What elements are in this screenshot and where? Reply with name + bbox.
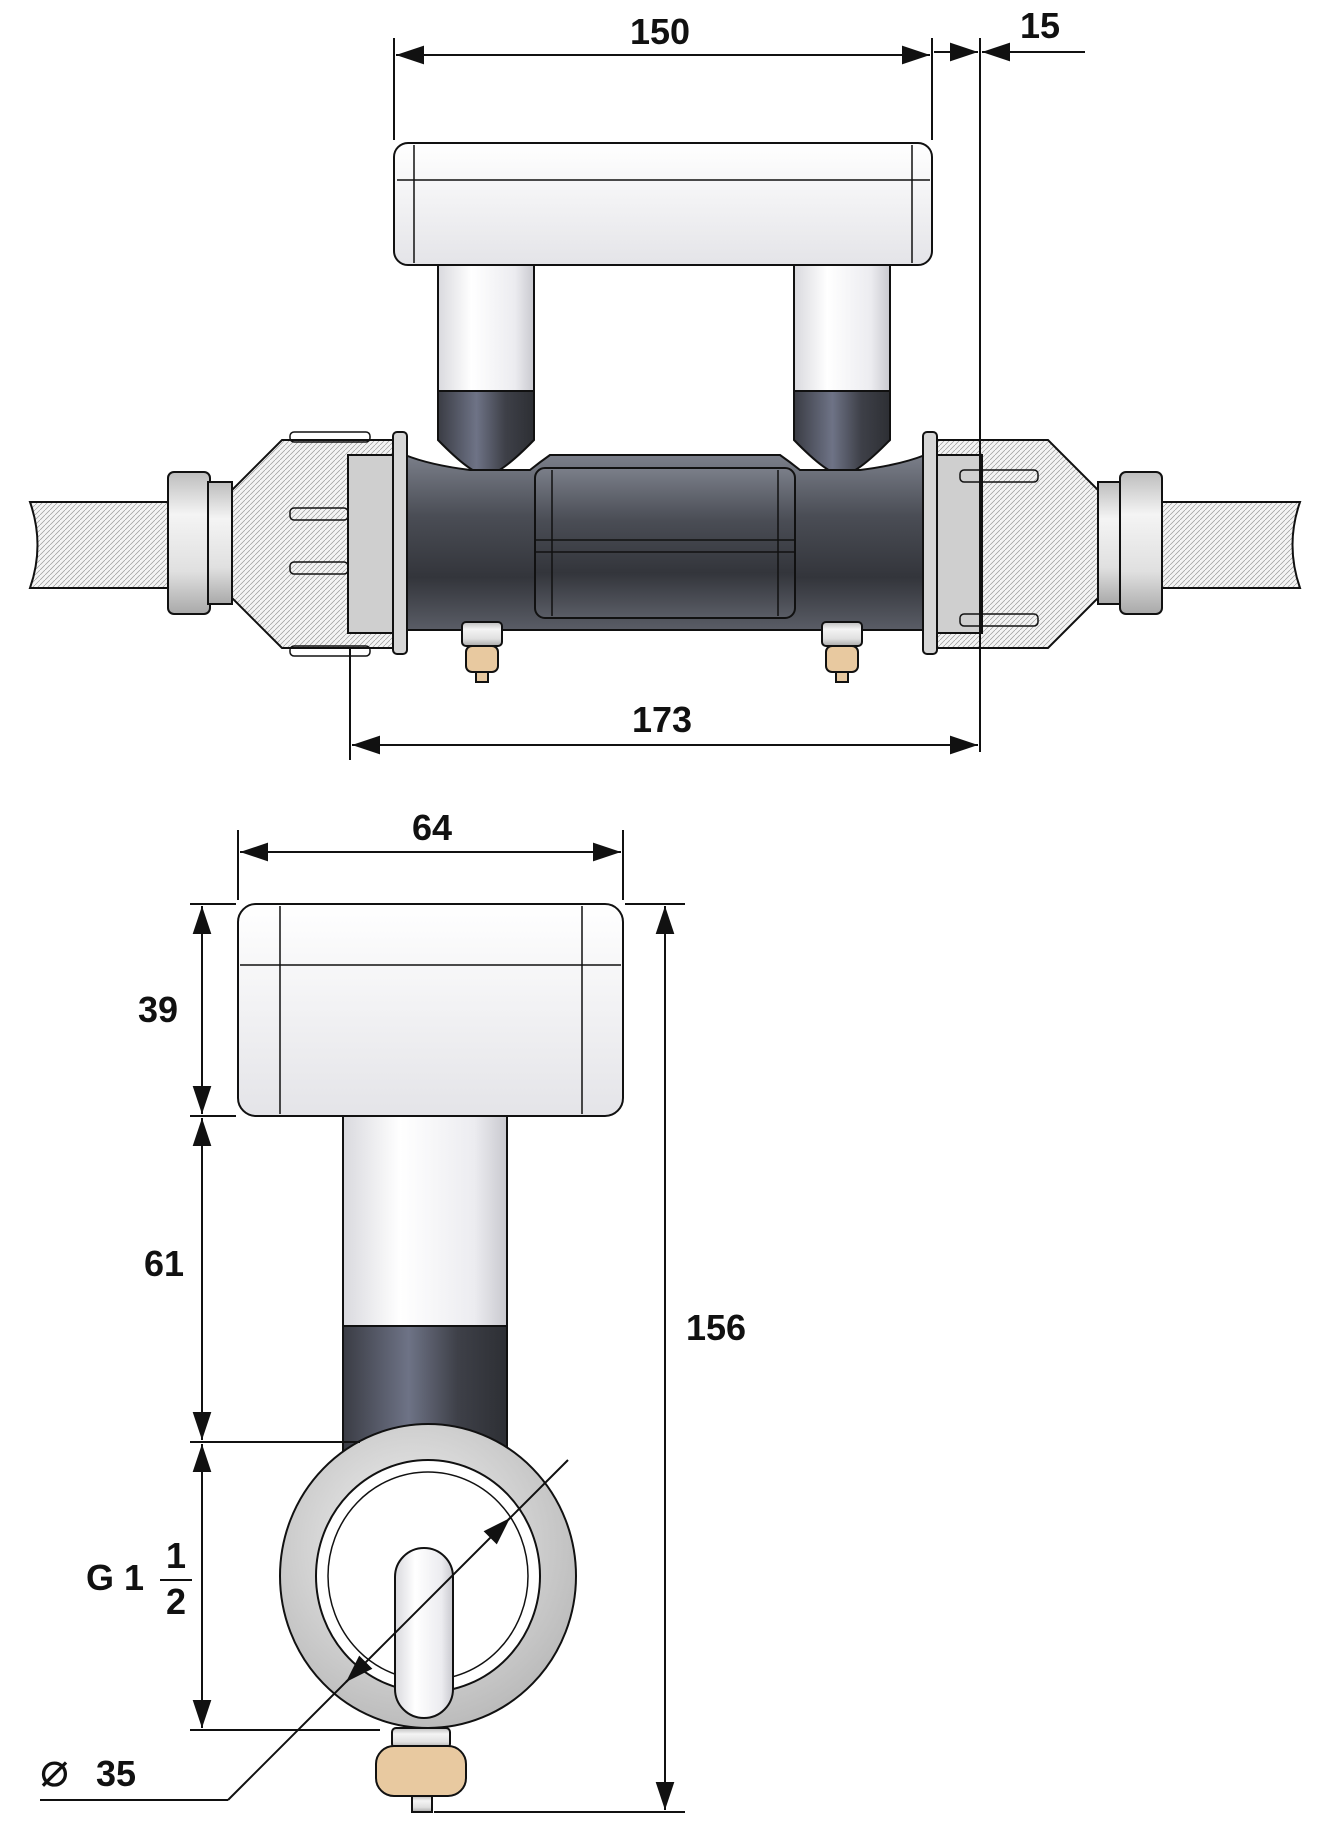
stem-right-top xyxy=(793,264,891,477)
flange-right xyxy=(922,431,938,655)
dimension-61: 61 xyxy=(144,1118,360,1443)
dimension-64: 64 xyxy=(237,807,624,900)
pipe-end-left xyxy=(28,501,169,589)
top-view: 150 15 173 xyxy=(28,5,1302,760)
dimension-diameter: ⌀ 35 xyxy=(40,1459,569,1801)
hex-fitting-right xyxy=(1097,471,1163,615)
dim-label-35: 35 xyxy=(96,1753,136,1794)
hex-fitting-left xyxy=(167,471,233,615)
pipe-body-top xyxy=(404,453,926,631)
union-nut-right xyxy=(936,439,1099,649)
thread-numerator: 1 xyxy=(166,1535,186,1576)
dim-label-15: 15 xyxy=(1020,5,1060,46)
stem-left-top xyxy=(437,264,535,477)
stem-side xyxy=(342,1115,508,1463)
screw-side xyxy=(375,1727,467,1813)
thread-denominator: 2 xyxy=(166,1581,186,1622)
sensor-housing-side xyxy=(237,903,624,1117)
dim-label-156: 156 xyxy=(686,1307,746,1348)
sensor-housing-top xyxy=(393,142,933,266)
dim-label-173: 173 xyxy=(632,699,692,740)
dimension-150: 150 xyxy=(393,11,933,140)
union-nut-left xyxy=(231,431,394,657)
screw-left-top xyxy=(461,621,503,683)
dimension-156: 156 xyxy=(434,903,746,1813)
flange-left xyxy=(392,431,408,655)
dimension-15: 15 xyxy=(934,5,1085,752)
pipe-end-right xyxy=(1161,501,1302,589)
dim-label-64: 64 xyxy=(412,807,452,848)
screw-right-top xyxy=(821,621,863,683)
dimension-173: 173 xyxy=(349,648,978,760)
dimension-thread: G 1 1 2 xyxy=(86,1444,380,1731)
pipe-ring-side xyxy=(279,1423,577,1729)
side-view: 64 39 61 G 1 1 2 156 xyxy=(40,807,746,1813)
thread-prefix: G 1 xyxy=(86,1557,144,1598)
dim-label-150: 150 xyxy=(630,11,690,52)
dimension-39: 39 xyxy=(138,903,236,1117)
dim-label-39: 39 xyxy=(138,989,178,1030)
diameter-symbol: ⌀ xyxy=(40,1744,69,1797)
dim-label-61: 61 xyxy=(144,1243,184,1284)
